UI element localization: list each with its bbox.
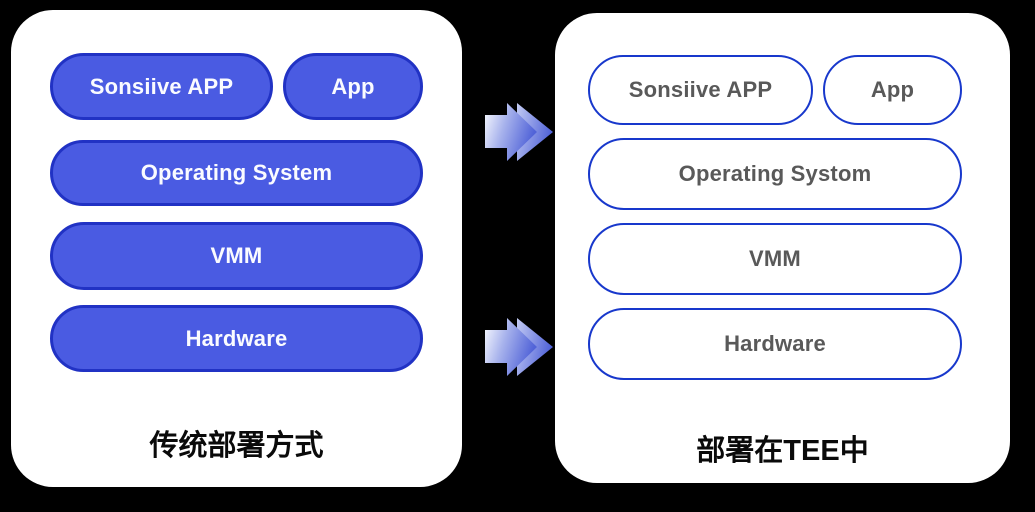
layer-pill-label: Sonsiive APP <box>628 77 773 102</box>
layer-pill-hardware: Hardware <box>588 308 962 380</box>
layer-pill-vmm: VMM <box>50 222 423 290</box>
panel-tee-deployment: Sonsiive APP App Operating Systom VMM Ha… <box>555 13 1010 483</box>
double-chevron-right-arrow-icon <box>485 318 553 376</box>
panel-title-tee: 部署在TEE中 <box>696 435 869 467</box>
layer-pill-sonsiive-app: Sonsiive APP <box>588 55 813 125</box>
layer-pill-label: VMM <box>210 243 263 268</box>
layer-pill-label: App <box>331 73 375 99</box>
layer-pill-label: Sonsiive APP <box>89 73 234 99</box>
double-chevron-right-arrow-icon <box>485 103 553 161</box>
layer-pill-app: App <box>283 53 423 120</box>
layer-pill-app: App <box>823 55 962 125</box>
panel-title-traditional: 传统部署方式 <box>149 430 324 462</box>
layer-pill-label: Hardware <box>185 325 288 351</box>
layer-pill-label: Operating Systom <box>678 161 872 186</box>
layer-pill-label: Operating System <box>140 160 333 185</box>
layer-pill-label: VMM <box>749 246 801 271</box>
layer-pill-label: App <box>870 77 915 102</box>
panel-traditional-deployment: Sonsiive APP App Operating System VMM Ha… <box>11 10 462 487</box>
layer-pill-operating-system: Operating Systom <box>588 138 962 210</box>
layer-pill-sonsiive-app: Sonsiive APP <box>50 53 273 120</box>
layer-pill-label: Hardware <box>724 331 826 356</box>
layer-pill-vmm: VMM <box>588 223 962 295</box>
layer-pill-operating-system: Operating System <box>50 140 423 206</box>
layer-pill-hardware: Hardware <box>50 305 423 372</box>
